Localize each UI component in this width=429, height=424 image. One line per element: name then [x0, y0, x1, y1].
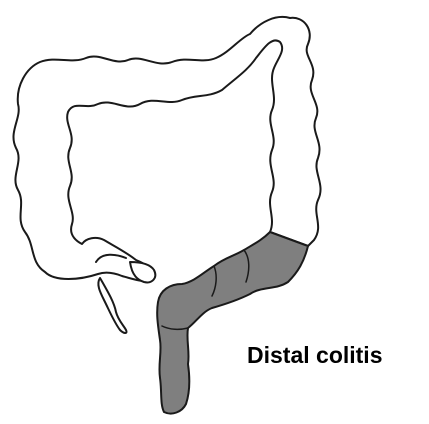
- affected-segment-distal-colon: [157, 232, 308, 414]
- diagnosis-label: Distal colitis: [247, 344, 382, 367]
- appendix: [98, 278, 126, 333]
